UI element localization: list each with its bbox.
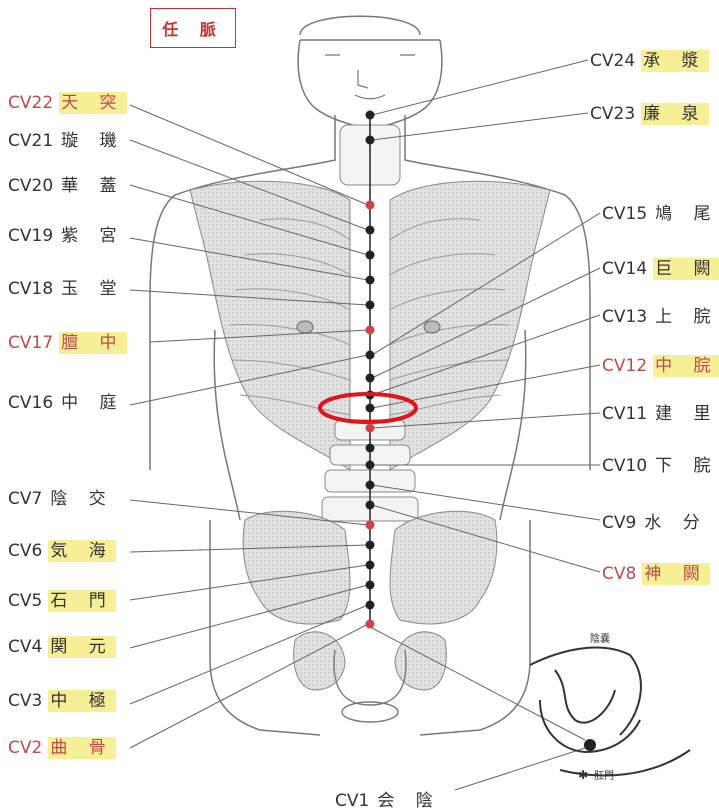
point-code: CV10 (602, 455, 647, 477)
inset-label-anus: 肛門 (594, 767, 614, 782)
point-code: CV11 (602, 403, 647, 425)
label-cv5: CV5 石 門 (8, 590, 116, 612)
point-code: CV17 (8, 332, 53, 354)
point-name: 膻 中 (59, 332, 126, 354)
point-code: CV4 (8, 636, 42, 658)
acupoint-dot (366, 276, 375, 285)
point-code: CV14 (602, 258, 647, 280)
label-cv22: CV22 天 突 (8, 92, 127, 114)
point-name: 紫 宮 (59, 225, 126, 247)
cv1-point (584, 739, 596, 751)
point-name: 気 海 (48, 540, 115, 562)
label-cv19: CV19 紫 宮 (8, 225, 127, 247)
acupoint-dot (366, 374, 375, 383)
point-name: 天 突 (59, 92, 126, 114)
point-code: CV22 (8, 92, 53, 114)
acupoint-dot (366, 444, 375, 453)
label-cv21: CV21 璇 璣 (8, 130, 127, 152)
acupoint-dot (366, 326, 375, 335)
label-cv20: CV20 華 蓋 (8, 175, 127, 197)
perineum-inset (530, 648, 690, 776)
point-name: 神 闕 (642, 563, 709, 585)
point-code: CV12 (602, 355, 647, 377)
acupoint-dot (366, 351, 375, 360)
point-name: 石 門 (48, 590, 115, 612)
point-name: 水 分 (642, 512, 709, 534)
point-code: CV13 (602, 306, 647, 328)
point-name: 下 脘 (653, 455, 719, 477)
point-code: CV9 (602, 512, 636, 534)
point-code: CV23 (590, 103, 635, 125)
label-cv7: CV7 陰 交 (8, 488, 116, 510)
acupoint-dot (366, 404, 375, 413)
label-cv10: CV10 下 脘 (602, 455, 719, 477)
acupoint-dot (366, 301, 375, 310)
label-cv14: CV14 巨 闕 (602, 258, 719, 280)
point-name: 陰 交 (48, 488, 115, 510)
point-name: 鳩 尾 (653, 203, 719, 225)
point-code: CV18 (8, 278, 53, 300)
acupoint-dot (366, 424, 375, 433)
point-code: CV19 (8, 225, 53, 247)
acupoint-dot (366, 620, 375, 629)
label-cv8: CV8 神 闕 (602, 563, 710, 585)
point-code: CV21 (8, 130, 53, 152)
point-code: CV15 (602, 203, 647, 225)
label-cv12: CV12 中 脘 (602, 355, 719, 377)
label-cv15: CV15 鳩 尾 (602, 203, 719, 225)
label-cv23: CV23 廉 泉 (590, 103, 709, 125)
point-name: 建 里 (653, 403, 719, 425)
label-cv18: CV18 玉 堂 (8, 278, 127, 300)
point-code: CV16 (8, 392, 53, 414)
point-name: 曲 骨 (48, 737, 115, 759)
point-name: 中 脘 (653, 355, 719, 377)
point-code: CV20 (8, 175, 53, 197)
label-cv2: CV2 曲 骨 (8, 737, 116, 759)
point-name: 玉 堂 (59, 278, 126, 300)
label-cv9: CV9 水 分 (602, 512, 710, 534)
point-code: CV7 (8, 488, 42, 510)
point-name: 華 蓋 (59, 175, 126, 197)
acupoint-dot (366, 111, 375, 120)
acupoint-dot (366, 541, 375, 550)
title: 任 脈 (162, 16, 224, 40)
acupoint-dot (366, 461, 375, 470)
acupoint-dot (366, 501, 375, 510)
acupoint-dot (366, 601, 375, 610)
label-cv13: CV13 上 脘 (602, 306, 719, 328)
point-code: CV5 (8, 590, 42, 612)
point-code: CV24 (590, 50, 635, 72)
face (325, 55, 415, 99)
acupoint-dot (366, 581, 375, 590)
acupoint-dot (366, 201, 375, 210)
acupoint-dot (366, 136, 375, 145)
anus-mark: ✱ (578, 768, 588, 782)
point-name: 廉 泉 (641, 103, 708, 125)
point-name: 承 漿 (641, 50, 708, 72)
point-name: 関 元 (48, 636, 115, 658)
acupoint-dot (366, 481, 375, 490)
title-box: 任 脈 (150, 8, 236, 48)
acupoint-dot (366, 226, 375, 235)
point-code: CV3 (8, 690, 42, 712)
point-code: CV6 (8, 540, 42, 562)
inset-label-scrotum: 陰嚢 (590, 630, 610, 645)
point-name: 巨 闕 (653, 258, 719, 280)
label-cv16: CV16 中 庭 (8, 392, 127, 414)
label-cv24: CV24 承 漿 (590, 50, 709, 72)
point-name: 中 庭 (59, 392, 126, 414)
point-name: 璇 璣 (59, 130, 126, 152)
label-cv6: CV6 気 海 (8, 540, 116, 562)
acupoint-dot (366, 251, 375, 260)
point-name: 上 脘 (653, 306, 719, 328)
acupoint-dot (366, 521, 375, 530)
point-code: CV2 (8, 737, 42, 759)
acupoint-dot (366, 561, 375, 570)
point-code: CV8 (602, 563, 636, 585)
point-name: 中 極 (48, 690, 115, 712)
label-cv17: CV17 膻 中 (8, 332, 127, 354)
label-cv3: CV3 中 極 (8, 690, 116, 712)
label-cv11: CV11 建 里 (602, 403, 719, 425)
label-cv4: CV4 関 元 (8, 636, 116, 658)
